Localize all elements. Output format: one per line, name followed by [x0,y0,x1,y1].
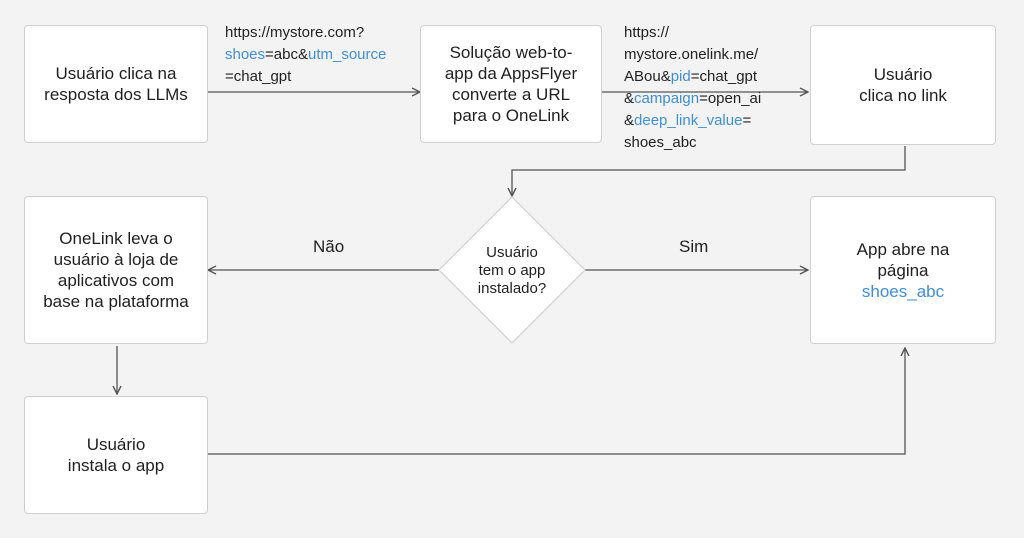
url-line: shoes_abc [624,134,697,151]
url-text: & [624,90,635,107]
url-text: =abc& [265,46,308,63]
url-param-highlight: shoes [225,46,266,63]
url-line: ABou&pid=chat_gpt [624,66,761,88]
edge-label-yes: Sim [679,237,709,256]
node-text: instalado? [477,280,547,297]
node-text: converte a URL [451,85,571,104]
node-text-prefix: página [877,260,929,280]
url-param-highlight: pid [670,68,691,85]
node-text: aplicativos com [57,271,175,290]
node-text: Usuário [873,65,933,84]
url-text: ABou& [624,68,671,85]
node-text: instala o app [67,456,165,475]
node-text: App abre na [856,239,950,259]
node-text: Usuário clica na [55,64,177,83]
edge-label-no: Não [313,237,345,256]
node-text: OneLink leva o [59,229,173,248]
url-label-original: https://mystore.com? shoes=abc&utm_sourc… [225,22,386,88]
url-param-highlight: campaign [634,90,700,107]
url-text: =chat_gpt [690,68,758,85]
node-user-clicks-link: Usuário clica no link [810,25,996,145]
url-param-highlight: utm_source [307,46,387,63]
node-text: clica no link [859,86,947,105]
url-line: https:// [624,24,670,41]
decision-diamond [438,196,586,344]
node-text: Usuário [86,435,146,454]
node-text: tem o app [478,262,546,279]
url-line: =chat_gpt [225,68,292,85]
url-line: &deep_link_value= [624,110,761,132]
url-text: = [742,112,752,129]
url-line: mystore.onelink.me/ [624,46,759,63]
node-user-clicks-llm: Usuário clica na resposta dos LLMs [24,25,208,143]
url-text: =open_ai [699,90,762,107]
url-line: shoes=abc&utm_source [225,44,386,66]
url-line: &campaign=open_ai [624,88,761,110]
node-text: para o OneLink [452,106,570,125]
node-text-highlight: shoes_abc [861,281,945,301]
url-label-onelink: https:// mystore.onelink.me/ ABou&pid=ch… [624,22,761,154]
url-line: https://mystore.com? [225,24,365,41]
node-text: página shoes_abc [857,260,950,302]
node-text: resposta dos LLMs [44,85,188,104]
node-user-installs: Usuário instala o app [24,396,208,514]
node-app-opens: App abre na página shoes_abc [810,196,996,344]
node-text: base na plataforma [43,292,189,311]
url-text: & [624,112,635,129]
node-onelink-store: OneLink leva o usuário à loja de aplicat… [24,196,208,344]
node-text: app da AppsFlyer [444,64,578,83]
node-appsflyer-solution: Solução web-to- app da AppsFlyer convert… [420,25,602,143]
node-text: Solução web-to- [449,43,573,62]
arrow-click-to-decision [512,146,906,196]
node-text: usuário à loja de [53,250,179,269]
decision-text: Usuário tem o app instalado? [452,244,572,298]
url-param-highlight: deep_link_value [634,112,743,129]
arrow-install-to-app [208,348,905,455]
node-text: Usuário [486,244,538,261]
